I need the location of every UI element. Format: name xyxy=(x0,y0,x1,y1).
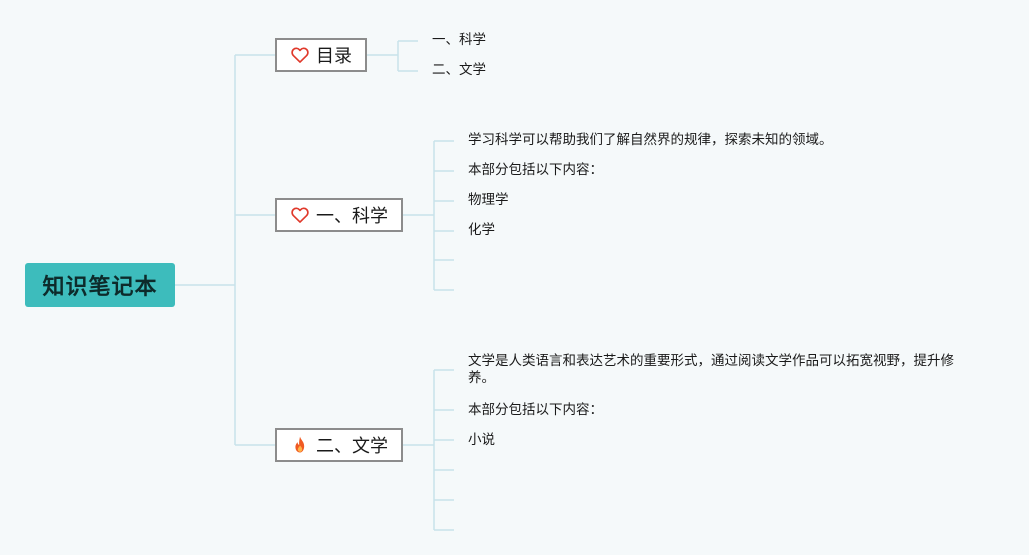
subtopic[interactable]: 本部分包括以下内容： xyxy=(468,162,603,178)
branch-topic-toc[interactable]: 目录 xyxy=(275,38,367,72)
root-topic[interactable]: 知识笔记本 xyxy=(25,263,175,307)
branch-topic-label: 目录 xyxy=(316,46,352,67)
branch-topic-science[interactable]: 一、科学 xyxy=(275,198,403,232)
root-topic-label: 知识笔记本 xyxy=(42,275,158,300)
subtopic[interactable]: 物理学 xyxy=(468,192,509,208)
branch-topic-literature[interactable]: 二、文学 xyxy=(275,428,403,462)
subtopic[interactable]: 文学是人类语言和表达艺术的重要形式，通过阅读文学作品可以拓宽视野，提升修养。 xyxy=(468,353,954,386)
subtopic[interactable]: 二、文学 xyxy=(432,62,486,78)
subtopic[interactable]: 学习科学可以帮助我们了解自然界的规律，探索未知的领域。 xyxy=(468,132,833,148)
branch-topic-label: 二、文学 xyxy=(316,436,388,457)
subtopic[interactable]: 小说 xyxy=(468,432,495,448)
subtopic[interactable]: 化学 xyxy=(468,222,495,238)
fire-icon xyxy=(290,435,310,455)
heart-outline-icon xyxy=(290,205,310,225)
branch-topic-label: 一、科学 xyxy=(316,206,388,227)
subtopic[interactable]: 一、科学 xyxy=(432,32,486,48)
subtopic[interactable]: 本部分包括以下内容： xyxy=(468,402,603,418)
heart-outline-icon xyxy=(290,45,310,65)
